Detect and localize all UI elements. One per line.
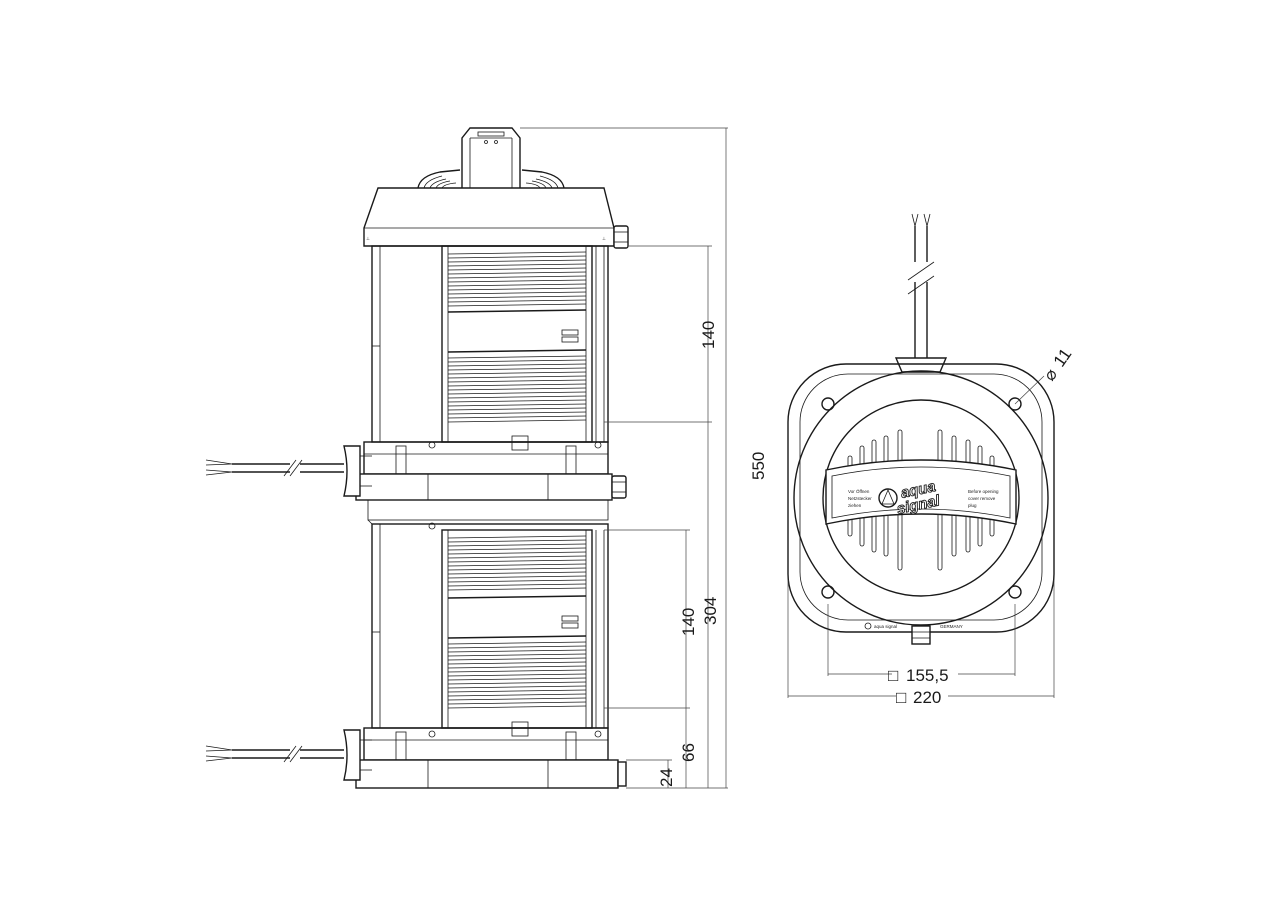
front-view: Vor Öffnen Netzstecker ziehen aqua signa… (787, 213, 1076, 707)
logo-band (825, 459, 1017, 525)
nameplate: aqua signal GERMANY (864, 622, 963, 645)
upper-lens-ribs-bottom (447, 349, 587, 423)
note-right-3: plug (968, 503, 977, 508)
nameplate-brand: aqua signal (874, 624, 897, 629)
bolt-hole-tl (821, 397, 835, 411)
front-dimensions (787, 375, 1055, 698)
inner-ring (822, 399, 1020, 597)
base-plate-inner (799, 373, 1043, 621)
dim-base-to-lens-66: 66 (679, 743, 698, 762)
note-right-2: cover remove (968, 496, 996, 501)
top-gland (613, 225, 629, 249)
note-right-1: Before opening (968, 489, 999, 494)
middle-connector (355, 435, 627, 525)
svg-text:⊥: ⊥ (366, 236, 370, 241)
dim-width-symbol: □ (896, 688, 906, 707)
top-cap-ribs (417, 169, 565, 189)
dim-bolt-hole-11: 11 (1050, 345, 1076, 370)
bolt-hole-br (1008, 585, 1022, 599)
dim-bolt-hole-symbol: ⌀ (1040, 365, 1061, 384)
note-left-1: Vor Öffnen (848, 488, 870, 494)
bolt-hole-bl (821, 585, 835, 599)
logo-mark (878, 488, 898, 508)
lower-lens-label (561, 615, 579, 629)
side-dimensions (520, 127, 728, 789)
front-cable (894, 213, 948, 373)
svg-text:⊥: ⊥ (602, 236, 606, 241)
outer-ring (793, 370, 1049, 626)
note-left-3: ziehen (848, 503, 862, 508)
upper-lamp-body (371, 245, 609, 443)
upper-cable (205, 445, 372, 497)
dim-lower-lens-140: 140 (679, 608, 698, 636)
nameplate-country: GERMANY (940, 624, 963, 629)
upper-lens-label (561, 329, 579, 343)
dim-upper-lens-140: 140 (699, 321, 718, 349)
dim-lower-section-304: 304 (701, 597, 720, 625)
lower-lens-ribs-bottom (447, 635, 587, 709)
side-view: ⊥ ⊥ (205, 127, 768, 789)
lower-lamp-body (371, 522, 609, 729)
lower-cable (205, 729, 372, 781)
dim-spacing-symbol: □ (888, 666, 898, 685)
base (355, 721, 627, 789)
dim-base-24: 24 (657, 768, 676, 787)
bolt-hole-tr (1008, 397, 1022, 411)
dim-total-550: 550 (749, 452, 768, 480)
lower-lens-ribs-top (447, 535, 587, 599)
dim-base-width-220: 220 (913, 688, 941, 707)
upper-lens-ribs-top (447, 251, 587, 313)
dim-bolt-spacing-155-5: 155,5 (906, 666, 949, 685)
note-left-2: Netzstecker (848, 496, 872, 501)
top-handle (461, 127, 521, 188)
top-housing: ⊥ ⊥ (363, 187, 615, 247)
